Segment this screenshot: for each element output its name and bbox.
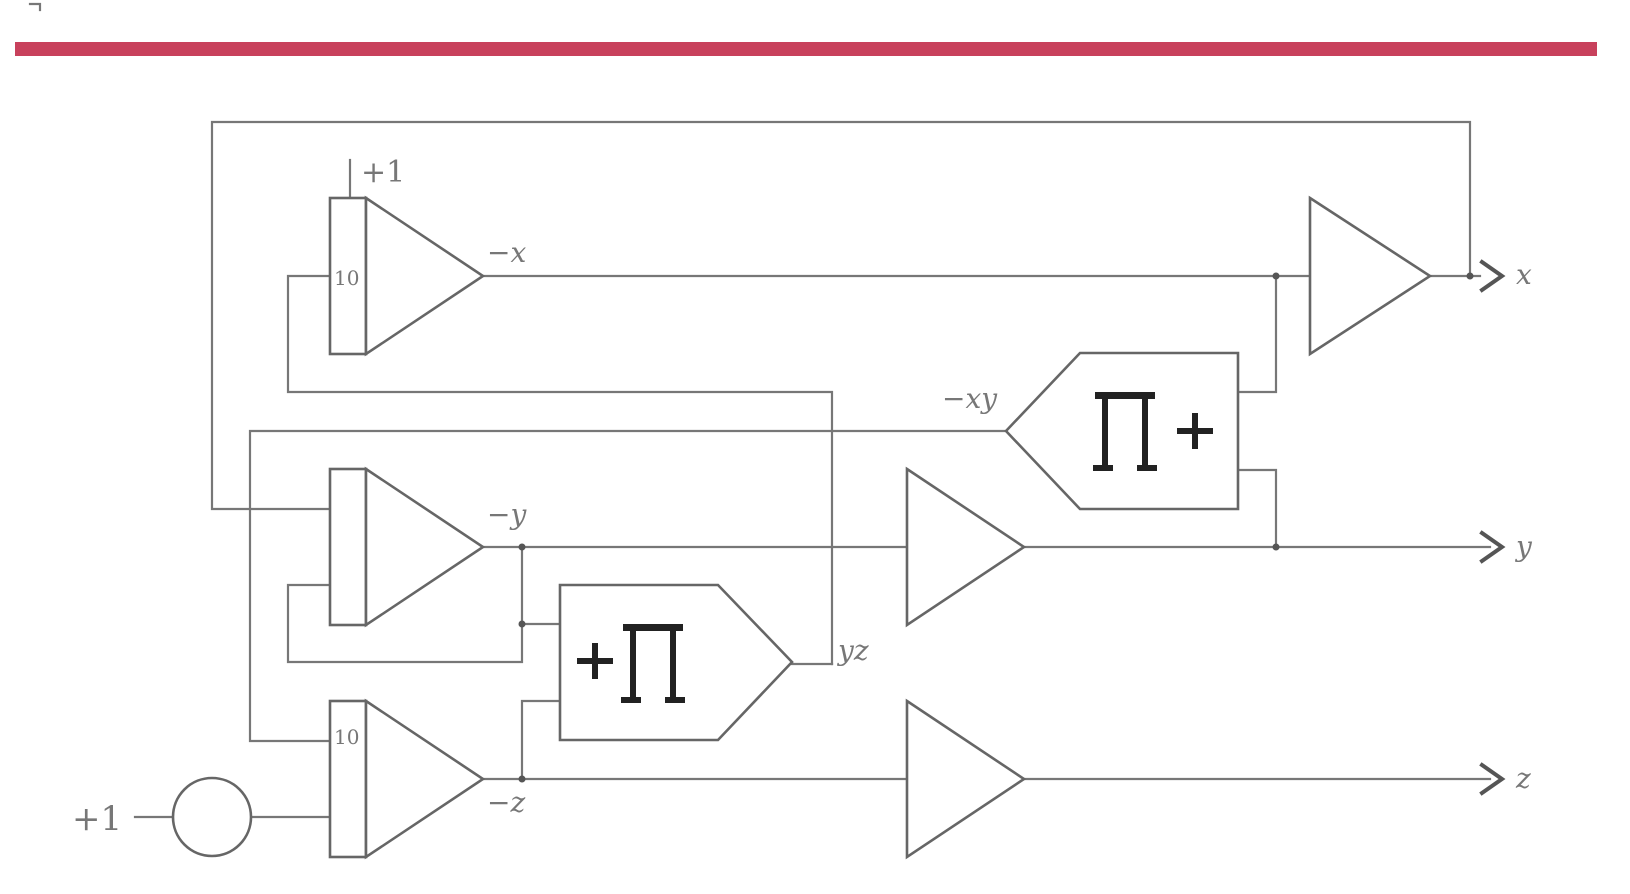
label-plus-one-input: +1 xyxy=(72,799,122,839)
gain-label: 10 xyxy=(334,266,359,290)
output-arrow-z xyxy=(1479,762,1506,796)
label-neg-y: −y xyxy=(487,498,527,531)
multiplier-yz xyxy=(558,583,794,742)
wire-x-feedback xyxy=(210,120,1472,511)
multiplier-xy xyxy=(1004,351,1240,511)
junction-dot xyxy=(518,775,526,783)
corner-mark xyxy=(28,2,42,12)
junction-dot xyxy=(1272,272,1280,280)
label-neg-z: −z xyxy=(487,786,525,819)
wires xyxy=(133,120,1492,819)
label-out-x: x xyxy=(1516,258,1532,291)
junction-dot xyxy=(518,543,526,551)
label-yz: yz xyxy=(836,634,869,667)
label-neg-x: −x xyxy=(487,236,526,269)
header-bar xyxy=(15,42,1597,56)
label-plus-one-top: +1 xyxy=(361,155,405,190)
junction-dot xyxy=(1272,543,1280,551)
label-out-z: z xyxy=(1515,762,1531,795)
inverter-y xyxy=(905,466,1027,628)
junctions xyxy=(518,272,1474,783)
wire-mult-y xyxy=(1236,468,1278,549)
output-arrow-y xyxy=(1479,530,1506,564)
gain-label: 10 xyxy=(334,725,359,749)
integrator-x: 10 xyxy=(328,195,486,357)
wire-neg-xy xyxy=(248,429,1008,743)
wire-z-mult xyxy=(520,699,562,781)
inverter-z xyxy=(905,698,1027,860)
integrator-z: 10 xyxy=(328,698,486,860)
junction-dot xyxy=(1466,272,1474,280)
label-neg-xy: −xy xyxy=(942,382,998,415)
label-out-y: y xyxy=(1514,530,1533,563)
inverter-x xyxy=(1308,195,1433,357)
junction-dot xyxy=(518,620,526,628)
wire-mult-x xyxy=(1236,274,1278,394)
wire-yz-to-x xyxy=(286,274,834,666)
constant-source xyxy=(171,776,253,858)
output-arrow-x xyxy=(1479,259,1506,293)
integrator-y xyxy=(328,466,486,628)
